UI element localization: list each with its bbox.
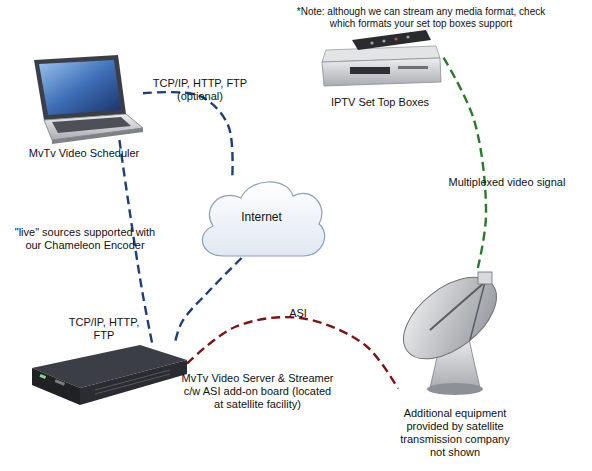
server-illustration xyxy=(32,345,187,405)
node-label: Additional equipment provided by satelli… xyxy=(393,407,517,459)
stb-slot xyxy=(398,66,428,69)
node-label: MvTv Video Scheduler xyxy=(9,147,159,160)
stb-front xyxy=(322,58,441,86)
satellite-dish-illustration xyxy=(389,261,511,395)
laptop-keyboard xyxy=(52,117,131,133)
connector-label: TCP/IP, HTTP, FTP xyxy=(58,316,150,342)
dashed-connector xyxy=(143,92,233,178)
connector-label: ASI xyxy=(283,307,313,320)
remote-button xyxy=(394,37,397,40)
server-side xyxy=(80,360,187,405)
connector-label: Multiplexed video signal xyxy=(447,176,567,189)
device-node: IPTV Set Top Boxes xyxy=(318,33,442,88)
connector-label: TCP/IP, HTTP, FTP (optional) xyxy=(150,77,250,103)
remote-button xyxy=(382,39,385,42)
device-node: MvTv Video Scheduler xyxy=(25,55,143,140)
feed-arm xyxy=(470,282,485,340)
server-vent xyxy=(95,370,170,390)
dish-reflector xyxy=(389,261,511,375)
dish-base xyxy=(427,383,483,395)
server-vent xyxy=(95,374,170,394)
node-label: IPTV Set Top Boxes xyxy=(308,96,452,109)
device-node: MvTv Video Server & Streamer c/w ASI add… xyxy=(30,345,187,407)
node-label: MvTv Video Server & Streamer c/w ASI add… xyxy=(180,372,335,411)
server-port xyxy=(39,374,46,379)
set-top-box-illustration xyxy=(322,30,441,86)
feed-horn xyxy=(478,272,492,284)
laptop-illustration xyxy=(34,55,143,144)
remote-button xyxy=(406,35,409,38)
dashed-connector xyxy=(442,55,486,268)
node-label: Internet xyxy=(195,211,328,224)
server-front xyxy=(32,368,80,405)
server-port xyxy=(55,379,65,386)
cloud-node: Internet xyxy=(195,178,328,258)
annotation-text: "live" sources supported with our Chamel… xyxy=(12,226,158,252)
dashed-connector xyxy=(174,258,241,345)
feed-arm xyxy=(430,282,485,330)
laptop-edge xyxy=(52,128,143,144)
device-node: Additional equipment provided by satelli… xyxy=(398,268,512,395)
stb-display xyxy=(350,67,390,74)
remote-control xyxy=(352,30,431,50)
remote-button xyxy=(370,41,373,44)
note-text: *Note: although we can stream any media … xyxy=(290,6,552,30)
laptop-bezel xyxy=(34,55,126,120)
laptop-screen xyxy=(39,60,121,115)
